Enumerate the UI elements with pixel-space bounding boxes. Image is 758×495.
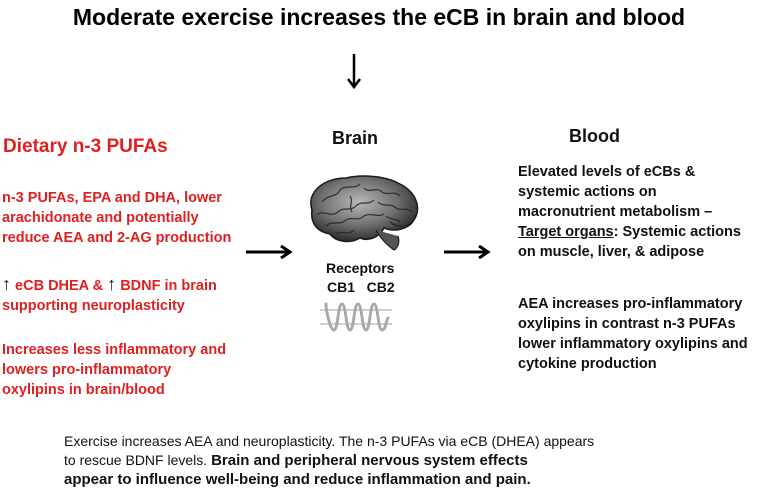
right-p1-line-3: macronutrient metabolism –: [518, 204, 713, 220]
left-p2-line-1a: eCB DHEA &: [15, 278, 104, 294]
footer-line-1: Exercise increases AEA and neuroplastici…: [64, 433, 595, 449]
right-paragraph-2: AEA increases pro-inflammatory oxylipins…: [518, 294, 748, 374]
right-p1-line-2: systemic actions on: [518, 184, 657, 200]
footer-text: Exercise increases AEA and neuroplastici…: [64, 432, 594, 489]
footer-line-2a: to rescue BDNF levels.: [64, 452, 212, 468]
right-p2-line-1: AEA increases pro-inflammatory: [518, 296, 743, 312]
diagram-title: Moderate exercise increases the eCB in b…: [72, 4, 686, 30]
right-p2-line-3: lower inflammatory oxylipins and: [518, 336, 748, 352]
right-arrow-icon: [444, 244, 491, 260]
footer-line-2: to rescue BDNF levels. Brain and periphe…: [64, 451, 594, 470]
footer-line-2b: Brain and peripheral nervous system effe…: [211, 452, 528, 469]
left-p3-line-3: oxylipins in brain/blood: [2, 382, 165, 398]
right-paragraph-1: Elevated levels of eCBs & systemic actio…: [518, 162, 741, 262]
left-p2-line-2: supporting neuroplasticity: [2, 298, 185, 314]
right-p2-line-2: oxylipins in contrast n-3 PUFAs: [518, 316, 736, 332]
down-arrow-icon: [347, 54, 361, 90]
membrane-receptor-icon: [320, 302, 392, 332]
receptors-label: Receptors: [326, 260, 395, 276]
left-p1-line-3: reduce AEA and 2-AG production: [2, 230, 232, 246]
left-heading: Dietary n-3 PUFAs: [3, 136, 168, 157]
left-paragraph-3: Increases less inflammatory and lowers p…: [2, 340, 226, 400]
left-p3-line-1: Increases less inflammatory and: [2, 342, 227, 358]
left-p1-line-1: n-3 PUFAs, EPA and DHA, lower: [2, 190, 222, 206]
target-organs-label: Target organs: [518, 224, 614, 240]
right-heading: Blood: [569, 126, 620, 146]
target-organs-rest: : Systemic actions: [613, 224, 741, 240]
receptor-types-label: CB1 CB2: [327, 279, 395, 295]
left-paragraph-1: n-3 PUFAs, EPA and DHA, lower arachidona…: [2, 188, 231, 248]
right-p1-line-4: Target organs: Systemic actions: [518, 222, 741, 242]
left-p1-line-2: arachidonate and potentially: [2, 210, 199, 226]
right-p1-line-1: Elevated levels of eCBs &: [518, 164, 696, 180]
footer-line-3: appear to influence well-being and reduc…: [64, 471, 531, 488]
brain-icon: [310, 175, 419, 251]
right-p2-line-4: cytokine production: [518, 356, 657, 372]
right-p1-line-5: on muscle, liver, & adipose: [518, 244, 705, 260]
up-arrow-icon: ↑: [2, 274, 11, 294]
left-p2-line-1b: BDNF in brain: [120, 278, 217, 294]
center-heading: Brain: [332, 128, 379, 148]
up-arrow-icon: ↑: [107, 274, 117, 294]
left-p2-line-1: ↑ eCB DHEA & ↑ BDNF in brain: [2, 274, 217, 296]
left-p3-line-2: lowers pro-inflammatory: [2, 362, 172, 378]
right-arrow-icon: [246, 244, 293, 260]
left-paragraph-2: ↑ eCB DHEA & ↑ BDNF in brain supporting …: [2, 274, 217, 316]
